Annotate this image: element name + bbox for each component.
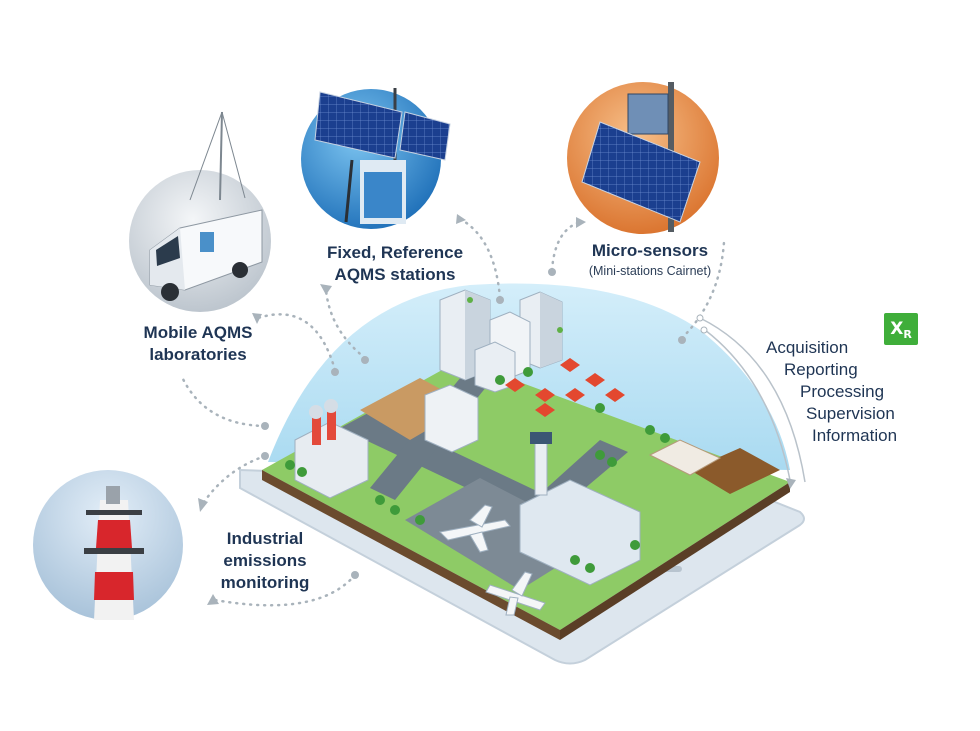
fixed-station-illustration (301, 88, 451, 229)
control-tower (534, 439, 548, 496)
connector-mobile (256, 313, 337, 372)
data-flow-lines (699, 317, 806, 483)
skyscrapers (439, 289, 563, 393)
label-micro-subtitle: (Mini-stations Cairnet) (588, 264, 712, 278)
micro-sensor-icon (581, 82, 701, 232)
label-industrial-line2: emissions (223, 551, 307, 570)
label-industrial-line1: Industrial (226, 529, 304, 548)
trees (285, 367, 670, 573)
office-building (424, 384, 479, 453)
hospital-building (519, 479, 641, 586)
connector-dots (261, 268, 686, 579)
xr-logo-letter: X (890, 319, 904, 339)
step-processing: Processing (800, 382, 885, 401)
vegetation-strip (467, 297, 563, 333)
label-fixed-stations: Fixed, Reference AQMS stations (312, 242, 478, 286)
airplane (438, 504, 511, 553)
mobile-lab-illustration (129, 111, 271, 312)
warehouse (648, 439, 722, 476)
city-platform (239, 283, 805, 665)
factory (294, 399, 369, 499)
label-industrial: Industrial emissions monitoring (206, 528, 324, 594)
xr-logo-badge: XR (884, 313, 918, 345)
houses (505, 358, 625, 417)
label-mobile-line1: Mobile AQMS (143, 323, 253, 342)
label-mobile-line2: laboratories (149, 345, 247, 364)
airplane (485, 571, 546, 616)
arrowheads (198, 214, 586, 605)
industrial-chimney-illustration (33, 470, 183, 620)
step-reporting: Reporting (784, 360, 858, 379)
farm-field (690, 448, 780, 494)
station-icon (314, 88, 451, 224)
connector-fixed-return (460, 218, 502, 300)
connector-industrial-return (213, 573, 357, 607)
label-industrial-line3: monitoring (220, 573, 310, 592)
van-icon (149, 111, 263, 301)
connector-fixed (324, 288, 367, 360)
step-acquisition: Acquisition (766, 338, 849, 357)
connector-mobile-return (180, 375, 267, 428)
chimney-icon (84, 486, 144, 620)
label-fixed-line1: Fixed, Reference (326, 243, 464, 262)
step-supervision: Supervision (806, 404, 895, 423)
micro-sensor-illustration (567, 82, 719, 234)
label-fixed-line2: AQMS stations (334, 265, 456, 284)
label-micro-title: Micro-sensors (591, 241, 709, 260)
label-micro-sensors: Micro-sensors (Mini-stations Cairnet) (565, 240, 735, 280)
label-mobile-aqms: Mobile AQMS laboratories (128, 322, 268, 366)
connector-industrial (200, 454, 267, 507)
process-steps: Acquisition Reporting Processing Supervi… (766, 337, 946, 447)
step-information: Information (812, 426, 898, 445)
xr-logo-sub: R (903, 328, 912, 341)
